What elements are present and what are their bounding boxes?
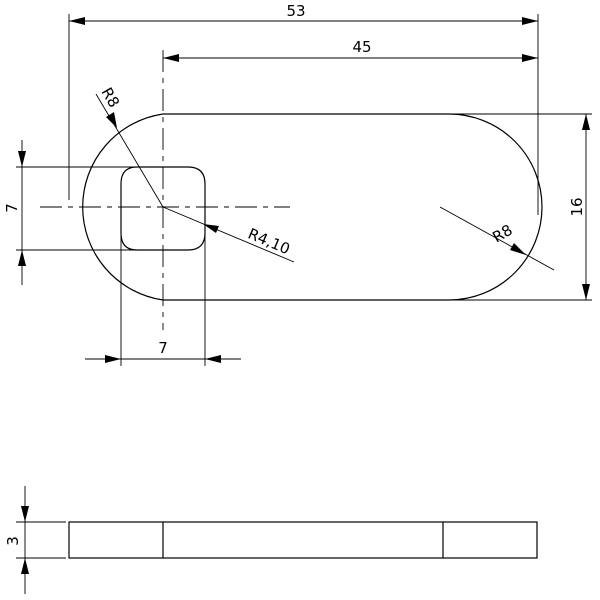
dimension-square-width: 7 [85,339,241,363]
dimension-center-distance: 45 [163,38,538,62]
dimension-text-7-horizontal: 7 [158,339,168,357]
dimension-text-53: 53 [286,2,305,20]
dimension-text-45: 45 [352,38,371,56]
square-hole [120,166,206,251]
dimension-width: 16 [568,114,590,300]
top-view: 53 45 16 7 7 [3,2,592,366]
dimension-overall-length: 53 [69,2,538,25]
dimension-corner-radius: R4,10 [162,206,295,263]
dimension-text-3: 3 [4,536,22,546]
side-view-outline [68,521,538,559]
dimension-text-r8-right: R8 [489,221,515,247]
dimension-text-r8-left: R8 [98,84,124,110]
dimension-thickness: 3 [4,486,29,594]
dimension-text-r4-10: R4,10 [245,225,292,259]
slot-outline [82,113,543,301]
dimension-text-7-vertical: 7 [3,203,21,213]
dimension-square-height: 7 [3,140,26,285]
dimension-text-16: 16 [568,197,586,216]
side-view: 3 [4,486,538,594]
